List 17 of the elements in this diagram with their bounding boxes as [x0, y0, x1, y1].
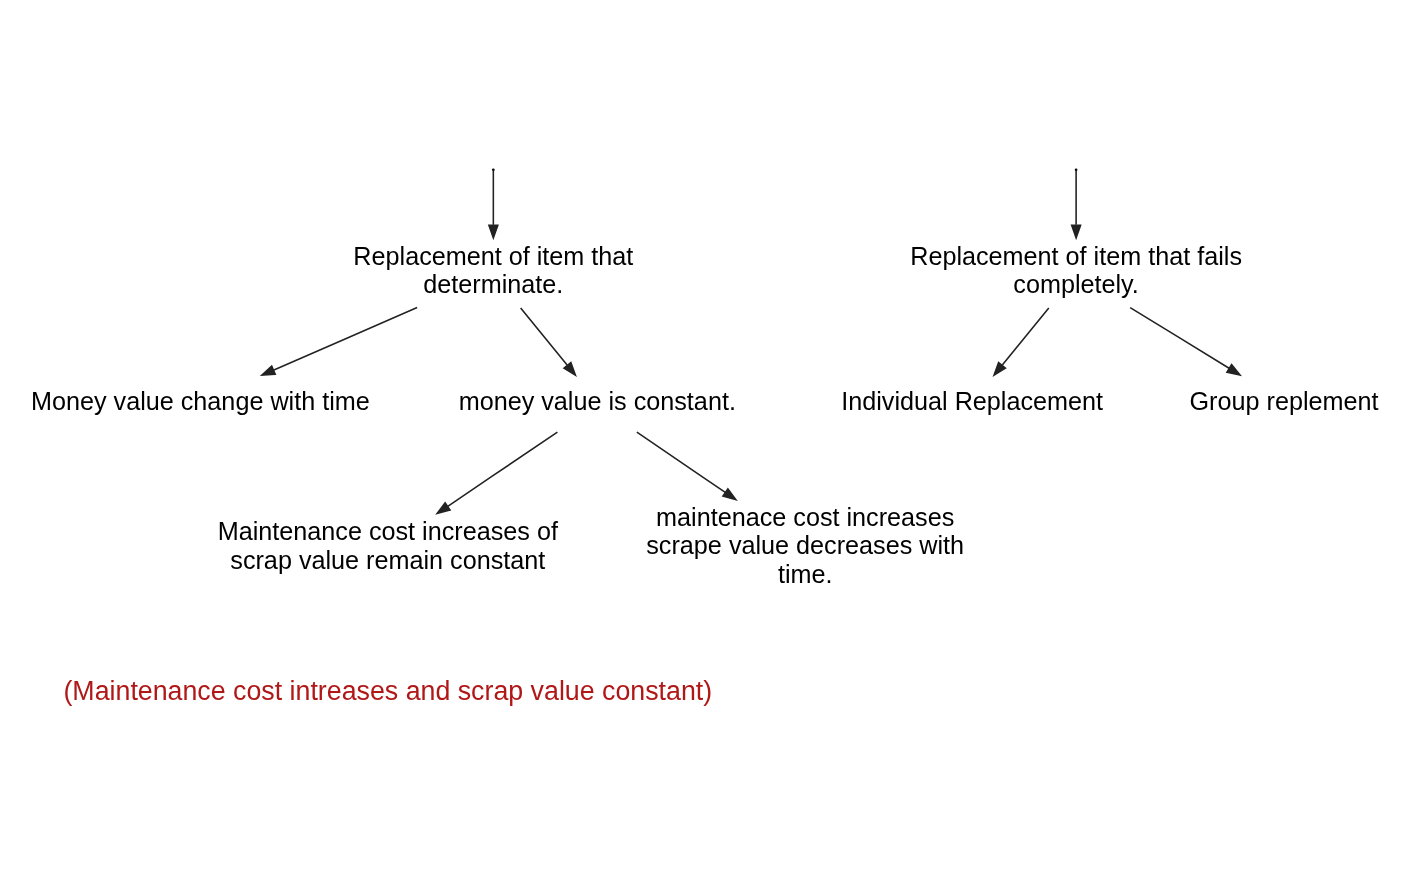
- arrow: [1070, 169, 1082, 240]
- node-text: maintenace cost increases scrape value decreases with time.: [646, 502, 965, 588]
- arrow: [435, 430, 559, 515]
- arrow: [1129, 306, 1243, 376]
- arrow: [992, 306, 1050, 377]
- node-text: Maintenance cost increases of scrap value remain constant: [217, 516, 558, 574]
- node-text: Individual Replacement: [841, 386, 1104, 415]
- node-text: money value is constant.: [458, 386, 736, 415]
- node-text: Replacement of item that determinate.: [353, 241, 634, 298]
- arrow: [487, 169, 499, 240]
- arrow: [519, 306, 577, 377]
- node-text: Group replement: [1189, 386, 1379, 415]
- node-text: Money value change with time: [30, 386, 370, 415]
- node-text: Replacement of item that fails completely.: [910, 241, 1242, 298]
- label: (Maintenance cost intreases and scrap value constant): [63, 675, 713, 706]
- arrow: [636, 430, 738, 501]
- arrow: [259, 306, 418, 376]
